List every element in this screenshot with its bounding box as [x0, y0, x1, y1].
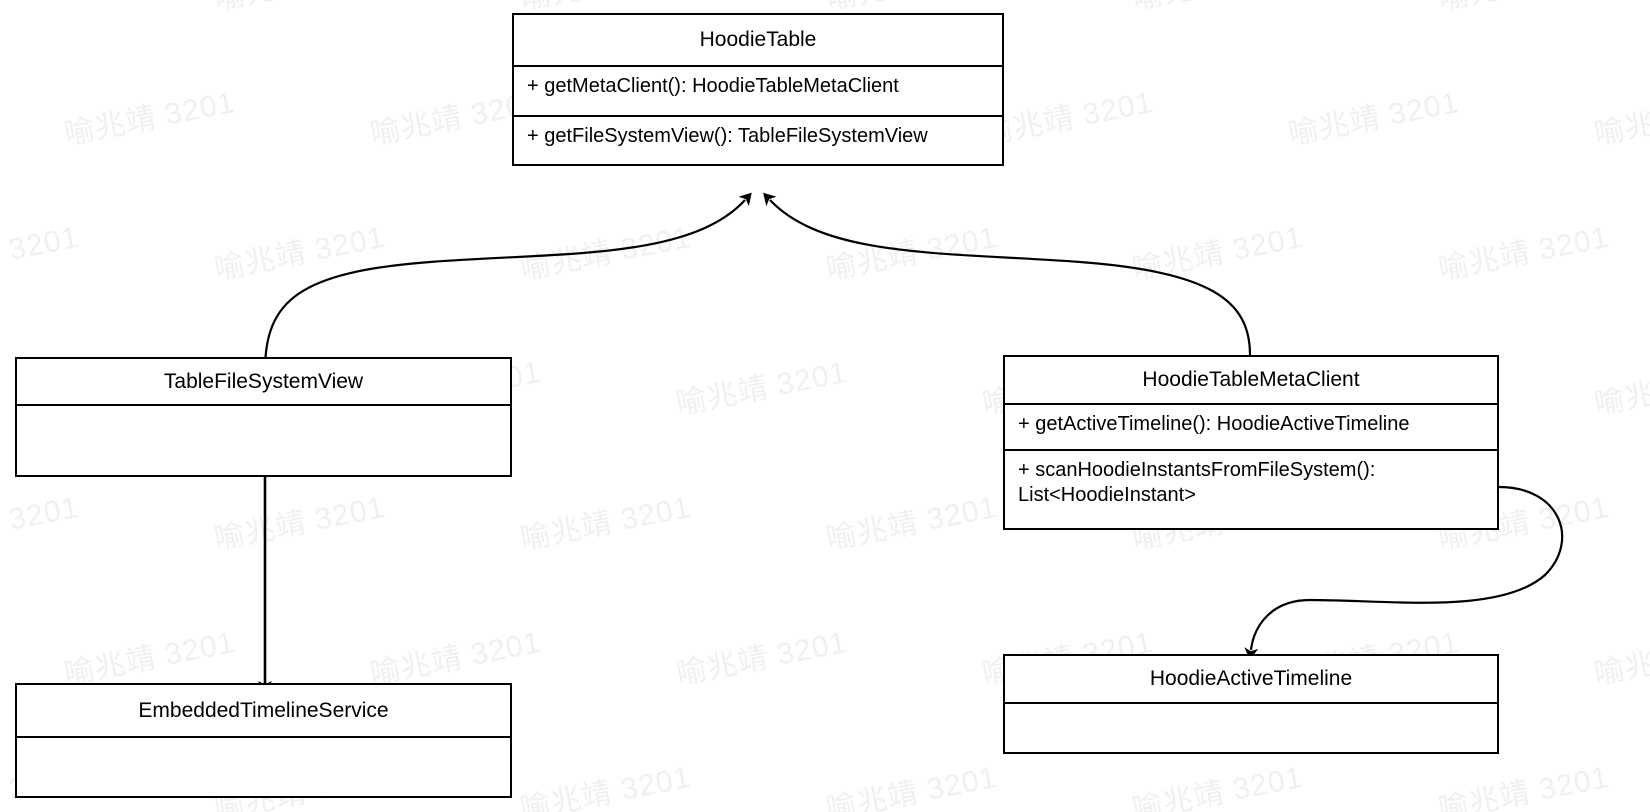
watermark-text: 喻兆靖 3201 [1591, 86, 1650, 152]
class-box-hoodie-table-meta-client[interactable]: HoodieTableMetaClient + getActiveTimelin… [1003, 355, 1499, 530]
class-box-embedded-timeline-service[interactable]: EmbeddedTimelineService [15, 683, 512, 798]
class-box-hoodie-active-timeline[interactable]: HoodieActiveTimeline [1003, 654, 1499, 754]
meta-client-method-line-1: + scanHoodieInstantsFromFileSystem(): [1018, 459, 1376, 481]
class-compartment-hoodie-table-0: + getMetaClient(): HoodieTableMetaClient [514, 67, 1002, 117]
watermark-text: 喻兆靖 3201 [1434, 0, 1612, 18]
edge-tablefilesystemview-to-hoodietable [263, 192, 752, 372]
watermark-text: 喻兆靖 3201 [0, 220, 82, 287]
class-name-hoodie-table-meta-client: HoodieTableMetaClient [1005, 357, 1497, 405]
watermark-text: 喻兆靖 3201 [823, 760, 1000, 812]
class-compartment-hoodie-table-meta-client-0: + getActiveTimeline(): HoodieActiveTimel… [1005, 405, 1497, 451]
watermark-text: 喻兆靖 3201 [823, 490, 1000, 557]
watermark-text: 喻兆靖 3201 [1129, 220, 1306, 287]
watermark-text: 喻兆靖 3201 [1285, 85, 1462, 152]
watermark-text: 喻兆靖 3201 [517, 490, 694, 557]
class-name-table-file-system-view: TableFileSystemView [17, 359, 510, 406]
class-compartment-hoodie-table-meta-client-1: + scanHoodieInstantsFromFileSystem(): Lis… [1005, 451, 1497, 528]
class-name-hoodie-active-timeline: HoodieActiveTimeline [1005, 656, 1497, 704]
watermark-text: 喻兆靖 3201 [673, 625, 850, 692]
class-box-hoodie-table[interactable]: HoodieTable + getMetaClient(): HoodieTab… [512, 13, 1004, 166]
watermark-text: 喻兆靖 3201 [0, 0, 82, 18]
watermark-text: 喻兆靖 3201 [1591, 626, 1650, 692]
watermark-text: 喻兆靖 3201 [1128, 0, 1306, 18]
watermark-text: 喻兆靖 3201 [1435, 220, 1612, 287]
edge-metaclient-to-hoodietable [763, 192, 1252, 356]
watermark-text: 喻兆靖 3201 [823, 220, 1000, 287]
watermark-text: 喻兆靖 3201 [979, 85, 1156, 152]
class-box-table-file-system-view[interactable]: TableFileSystemView [15, 357, 512, 477]
watermark-text: 喻兆靖 3201 [211, 490, 388, 557]
class-compartment-hoodie-active-timeline-0 [1005, 704, 1497, 752]
watermark-text: 喻兆靖 3201 [211, 220, 388, 287]
watermark-text: 喻兆靖 3201 [517, 220, 694, 287]
watermark-text: 喻兆靖 3201 [0, 490, 82, 557]
class-compartment-hoodie-table-1: + getFileSystemView(): TableFileSystemVi… [527, 125, 928, 147]
watermark-text: 喻兆靖 3201 [1435, 760, 1612, 812]
watermark-text: 喻兆靖 3201 [210, 0, 388, 18]
class-name-hoodie-table: HoodieTable [514, 15, 1002, 67]
watermark-text: 喻兆靖 3201 [517, 760, 694, 812]
watermark-text: 喻兆靖 3201 [367, 625, 544, 692]
class-compartment-table-file-system-view-0 [17, 406, 510, 475]
meta-client-method-line-2: List<HoodieInstant> [1018, 484, 1196, 507]
class-name-embedded-timeline-service: EmbeddedTimelineService [17, 685, 510, 738]
class-compartment-embedded-timeline-service-0 [17, 738, 510, 796]
watermark-text: 喻兆靖 3201 [673, 355, 850, 422]
watermark-text: 喻兆靖 3201 [61, 625, 238, 692]
watermark-text: 喻兆靖 3201 [61, 85, 238, 152]
watermark-text: 喻兆靖 3201 [1129, 760, 1306, 812]
watermark-text: 喻兆靖 3201 [1591, 356, 1650, 422]
